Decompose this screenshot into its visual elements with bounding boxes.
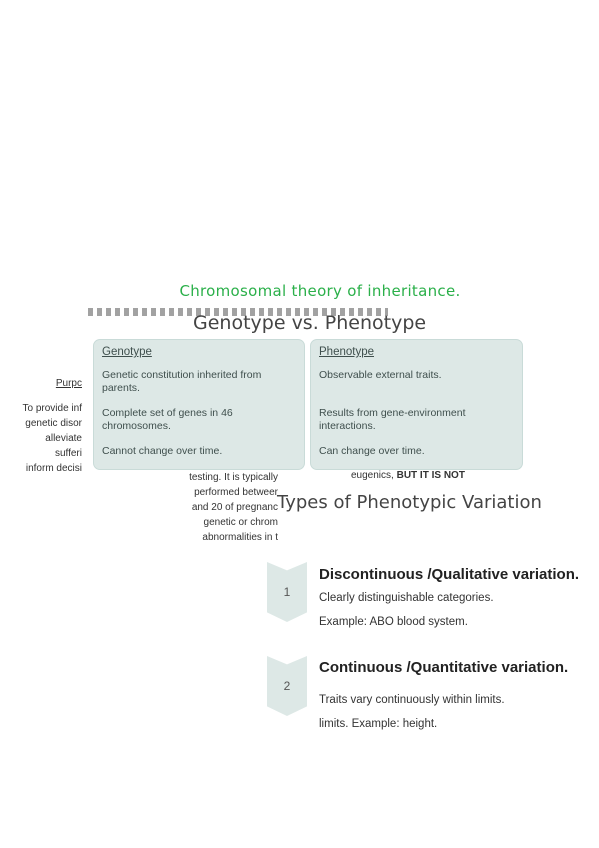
step-line: Clearly distinguishable categories. (319, 592, 494, 604)
testing-line: testing. It is typically (189, 472, 278, 483)
eugenics-bold-text: BUT IT IS NOT (396, 470, 465, 481)
step-title: Continuous /Quantitative variation. (319, 659, 569, 676)
step-number-badge: 1 (267, 562, 307, 622)
step-line: Traits vary continuously within limits. (319, 694, 505, 706)
variation-types-title: Types of Phenotypic Variation (277, 492, 542, 513)
genotype-line: Genetic constitution inherited from pare… (102, 369, 262, 394)
page-heading: Chromosomal theory of inheritance. (179, 282, 461, 300)
phenotype-box: Phenotype Observable external traits. Re… (310, 339, 523, 470)
step-line: Example: ABO blood system. (319, 616, 468, 628)
genotype-line: Cannot change over time. (102, 445, 223, 457)
testing-fragment: testing. It is typically performed betwe… (150, 470, 278, 545)
testing-line: performed betweer (194, 487, 278, 498)
purpose-line: inform decisi (25, 463, 82, 474)
purpose-fragment: Purpc To provide inf genetic disor allev… (18, 376, 82, 476)
phenotype-line: Observable external traits. (319, 369, 442, 381)
genotype-box: Genotype Genetic constitution inherited … (93, 339, 305, 470)
genotype-box-title: Genotype (102, 346, 152, 358)
testing-line: and 20 of pregnanc (191, 502, 278, 513)
step-number: 1 (283, 585, 291, 599)
step-number-badge: 2 (267, 656, 307, 716)
eugenics-fragment: eugenics, BUT IT IS NOT (351, 470, 465, 481)
phenotype-line: Results from gene-environment interactio… (319, 407, 466, 432)
purpose-heading: Purpc (55, 378, 82, 389)
genotype-phenotype-title: Genotype vs. Phenotype (193, 312, 427, 334)
phenotype-line: Can change over time. (319, 445, 425, 457)
eugenics-text: eugenics, (351, 470, 397, 481)
step-title: Discontinuous /Qualitative variation. (319, 566, 580, 583)
step-line: limits. Example: height. (319, 718, 438, 730)
purpose-line: alleviate sufferi (45, 433, 82, 459)
obscured-text-fragment (88, 308, 388, 316)
phenotype-box-title: Phenotype (319, 346, 374, 358)
purpose-line: genetic disor (25, 418, 82, 429)
genotype-line: Complete set of genes in 46 chromosomes. (102, 407, 233, 432)
testing-line: genetic or chrom (203, 517, 278, 528)
step-number: 2 (283, 679, 291, 693)
purpose-line: To provide inf (22, 403, 82, 414)
testing-line: abnormalities in t (202, 532, 278, 543)
